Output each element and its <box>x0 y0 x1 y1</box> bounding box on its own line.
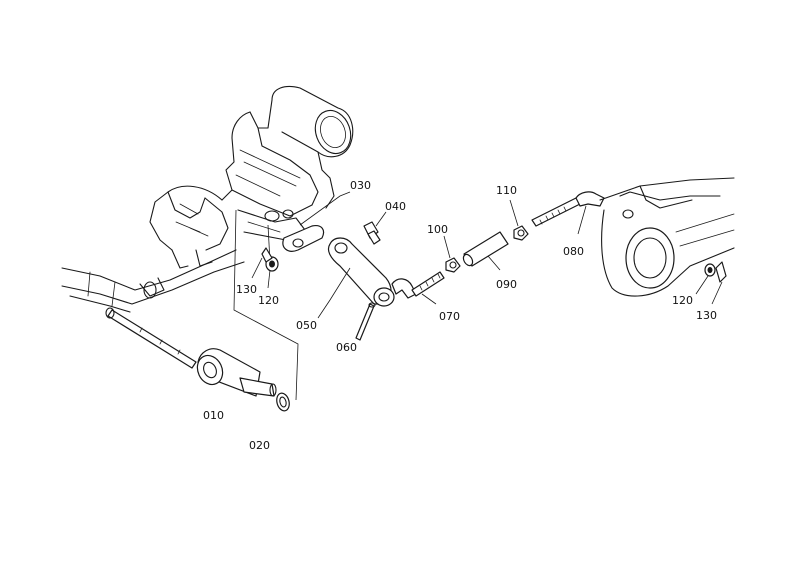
callout-040: 040 <box>385 200 406 213</box>
part-130-cotter-pin-right <box>711 261 727 305</box>
part-040-bolt <box>363 211 387 245</box>
callout-070: 070 <box>439 310 460 323</box>
callout-010: 010 <box>203 409 224 422</box>
callout-090: 090 <box>496 278 517 291</box>
callout-020: 020 <box>249 439 270 452</box>
part-070-rod-end <box>391 271 445 305</box>
part-060-pin <box>355 302 376 341</box>
right-housing <box>599 177 735 297</box>
callout-130-left: 130 <box>236 283 257 296</box>
part-090-turnbuckle <box>462 231 509 271</box>
part-120-washer-left <box>265 256 279 289</box>
callout-110: 110 <box>496 184 517 197</box>
callout-100: 100 <box>427 223 448 236</box>
part-080-rod <box>531 191 605 235</box>
callout-120-right: 120 <box>672 294 693 307</box>
callout-130-right: 130 <box>696 309 717 322</box>
part-110-nut <box>509 199 529 241</box>
part-130-cotter-pin-left <box>251 247 273 279</box>
callout-080: 080 <box>563 245 584 258</box>
part-010-shaft <box>105 307 277 397</box>
callout-050: 050 <box>296 319 317 332</box>
part-120-washer-right <box>695 263 716 295</box>
part-020-o-ring <box>276 392 290 412</box>
callout-030: 030 <box>350 179 371 192</box>
part-100-nut <box>443 235 461 273</box>
part-030-plate <box>282 191 351 252</box>
callout-labels: 010 020 030 040 050 060 070 080 090 100 … <box>203 179 717 452</box>
transmission-housing <box>61 85 354 313</box>
part-050-lever-arm <box>317 237 395 319</box>
callout-120-left: 120 <box>258 294 279 307</box>
callout-060: 060 <box>336 341 357 354</box>
